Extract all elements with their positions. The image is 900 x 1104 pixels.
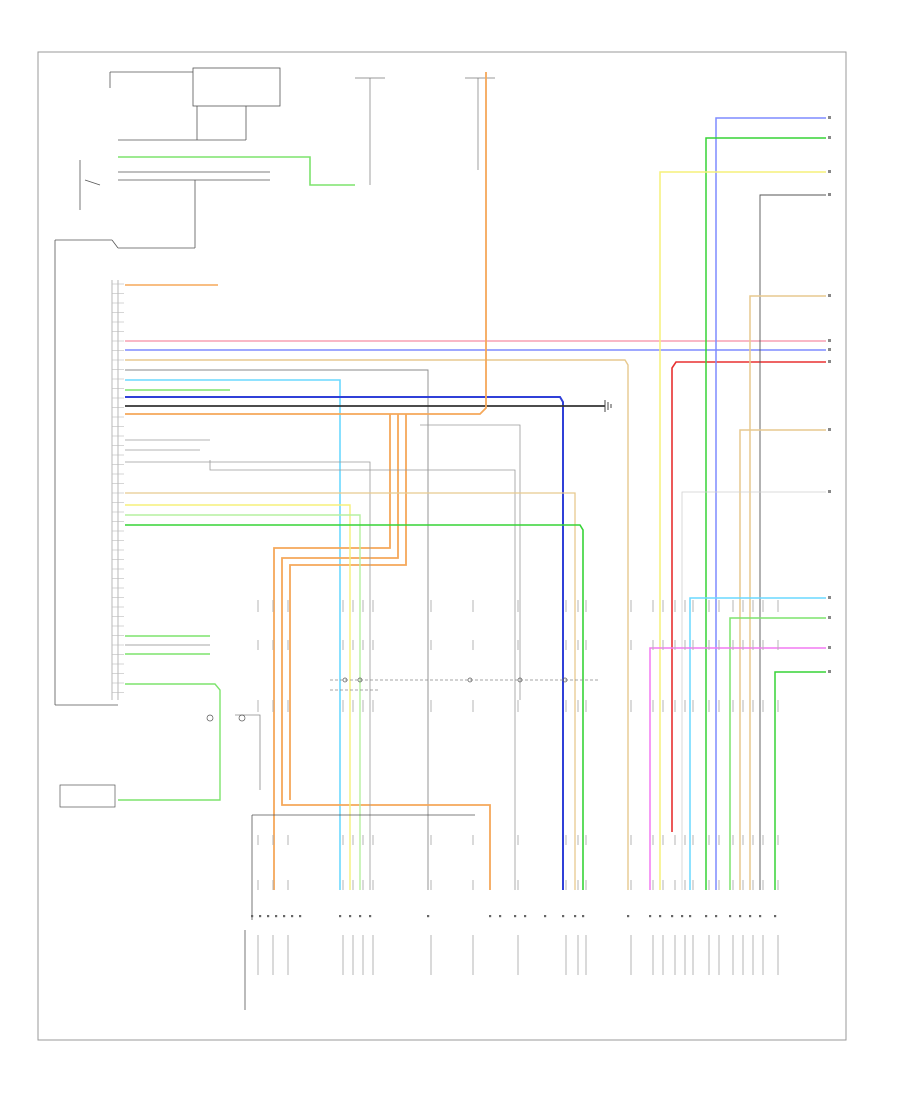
connector-pin [582,915,585,918]
connector-pin [427,915,430,918]
wire-tan [125,359,629,890]
ignition-switch-block [54,67,281,706]
connector-pin [705,915,708,918]
connector-pin [681,915,684,918]
connector-pin [251,915,254,918]
connector-pin-row [251,915,777,918]
wire-darkblue [125,396,564,890]
fuse-block-1 [355,77,495,185]
connector-pin [339,915,342,918]
connector-pin [283,915,286,918]
wire-yellow-2 [125,504,351,890]
connector-pin [649,915,652,918]
wire-gray-group [125,424,521,890]
right-edge-terminals [828,116,831,673]
connector-pin [574,915,577,918]
wire-green-top [118,156,355,186]
wire-green-3 [125,524,584,890]
connector-pin [689,915,692,918]
diagram-frame [37,51,847,1041]
connector-pin [259,915,262,918]
connector-pin [671,915,674,918]
component-glyphs [59,677,568,808]
wire-gray-370 [125,369,429,890]
connector-pin [359,915,362,918]
connector-pin [514,915,517,918]
wire-gray-lower [125,644,261,790]
radio-module-pins [111,280,119,700]
connector-pin [489,915,492,918]
connector-pin [499,915,502,918]
connector-pin [524,915,527,918]
connector-pin [299,915,302,918]
wire-lightgreen-2 [125,514,361,890]
connector-pin [739,915,742,918]
wire-green-lower [118,635,221,801]
wire-orange-main [125,72,491,890]
ground-symbol [604,400,612,412]
connector-pin [749,915,752,918]
connector-pin [774,915,777,918]
connector-pin [267,915,270,918]
wire-red [671,361,826,832]
bottom-connector-strip [244,814,475,1010]
right-wires [649,117,826,890]
connector-pin [562,915,565,918]
wire-tan-2 [125,492,576,890]
connector-pin [544,915,547,918]
splice-line [330,679,600,691]
connector-pin [291,915,294,918]
wire-lightblue [125,379,341,890]
connector-pin [729,915,732,918]
connector-pin [759,915,762,918]
connector-pin [275,915,278,918]
wire-label-ticks [112,283,779,975]
connector-pin [627,915,630,918]
connector-pin [349,915,352,918]
connector-pin [715,915,718,918]
connector-pin [369,915,372,918]
connector-pin [659,915,662,918]
